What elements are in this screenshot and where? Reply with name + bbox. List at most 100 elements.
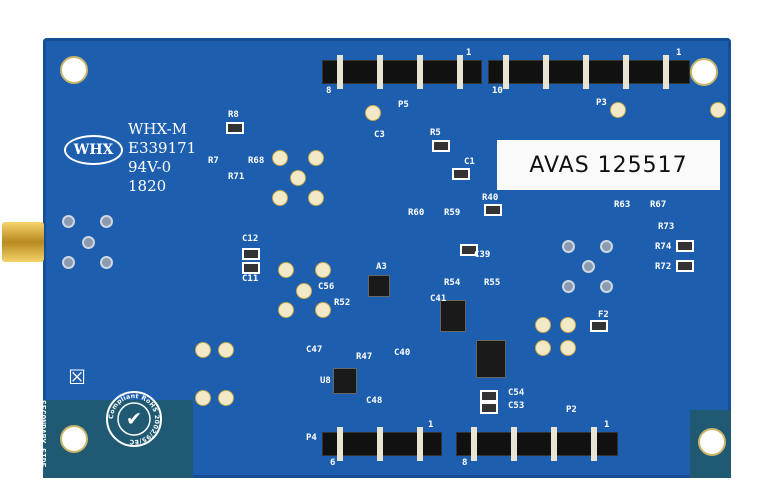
- refdes: R55: [484, 278, 501, 288]
- pad: [290, 170, 306, 186]
- refdes: R8: [228, 110, 239, 120]
- refdes: F2: [598, 310, 609, 320]
- refdes: R54: [444, 278, 461, 288]
- via: [62, 256, 75, 269]
- ic-chip: [333, 368, 357, 394]
- header-p4: [322, 427, 442, 461]
- smd-component: [460, 244, 478, 256]
- pad: [278, 302, 294, 318]
- pin-label: 1: [676, 48, 682, 58]
- side-text: SECONDARY SIDE: [38, 400, 47, 468]
- refdes: R59: [444, 208, 461, 218]
- pin-label: 8: [462, 458, 468, 468]
- refdes: R74: [655, 242, 672, 252]
- via: [82, 236, 95, 249]
- via: [100, 215, 113, 228]
- marking-line: 1820: [128, 177, 167, 195]
- pad: [278, 262, 294, 278]
- ic-chip: [476, 340, 506, 378]
- refdes: C48: [366, 396, 383, 406]
- header-p3: [488, 55, 690, 89]
- pad: [272, 150, 288, 166]
- smd-component: [242, 248, 260, 260]
- pin-label: 1: [604, 420, 610, 430]
- pin-label: 1: [466, 48, 472, 58]
- rohs-check-icon: ✔: [127, 406, 141, 431]
- pad: [272, 190, 288, 206]
- refdes: R71: [228, 172, 245, 182]
- silk-p5: P5: [398, 100, 409, 110]
- refdes: C12: [242, 234, 259, 244]
- pad: [535, 340, 551, 356]
- marking-line: 94V-0: [128, 158, 172, 176]
- pad: [218, 342, 234, 358]
- refdes: U8: [320, 376, 331, 386]
- refdes: A3: [376, 262, 387, 272]
- silk-p4: P4: [306, 433, 317, 443]
- smd-component: [226, 122, 244, 134]
- header-p5: [322, 55, 482, 89]
- header-p2: [456, 427, 618, 461]
- smd-component: [484, 204, 502, 216]
- pad: [560, 317, 576, 333]
- refdes: R68: [248, 156, 265, 166]
- smd-component: [242, 262, 260, 274]
- smd-component: [480, 402, 498, 414]
- marking-line: WHX-M: [128, 120, 188, 138]
- pad: [710, 102, 726, 118]
- refdes: R73: [658, 222, 675, 232]
- refdes: C1: [464, 157, 475, 167]
- pad: [315, 302, 331, 318]
- refdes: C54: [508, 388, 525, 398]
- refdes: C53: [508, 401, 525, 411]
- smd-component: [590, 320, 608, 332]
- pad: [315, 262, 331, 278]
- via: [562, 280, 575, 293]
- via: [582, 260, 595, 273]
- pad: [296, 283, 312, 299]
- pin-label: 10: [492, 86, 503, 96]
- refdes: C40: [394, 348, 411, 358]
- rohs-badge: Compliant RoHS 2002/95/EC ✔: [105, 390, 163, 448]
- via: [62, 215, 75, 228]
- refdes: R5: [430, 128, 441, 138]
- pad: [308, 190, 324, 206]
- refdes: C11: [242, 274, 259, 284]
- refdes: R40: [482, 193, 499, 203]
- pin-label: 8: [326, 86, 332, 96]
- refdes: C56: [318, 282, 335, 292]
- pad: [365, 105, 381, 121]
- refdes: C41: [430, 294, 447, 304]
- smd-component: [432, 140, 450, 152]
- refdes: R63: [614, 200, 631, 210]
- weee-bin-icon: ☒: [68, 357, 87, 392]
- refdes: R47: [356, 352, 373, 362]
- refdes: R67: [650, 200, 667, 210]
- smd-component: [480, 390, 498, 402]
- pin-label: 1: [428, 420, 434, 430]
- mounting-hole: [698, 428, 726, 456]
- ic-chip: [440, 300, 466, 332]
- refdes: C39: [474, 250, 491, 260]
- via: [562, 240, 575, 253]
- pad: [610, 102, 626, 118]
- mounting-hole: [690, 58, 718, 86]
- ic-chip: [368, 275, 390, 297]
- via: [600, 280, 613, 293]
- via: [100, 256, 113, 269]
- refdes: R52: [334, 298, 351, 308]
- mounting-hole: [60, 425, 88, 453]
- silk-p2: P2: [566, 405, 577, 415]
- pad: [218, 390, 234, 406]
- sma-antenna-connector: [2, 222, 44, 262]
- refdes: R72: [655, 262, 672, 272]
- smd-component: [676, 260, 694, 272]
- smd-component: [676, 240, 694, 252]
- pad: [535, 317, 551, 333]
- id-sticker: AVAS 125517: [497, 140, 720, 190]
- pin-label: 6: [330, 458, 336, 468]
- refdes: R7: [208, 156, 219, 166]
- smd-component: [452, 168, 470, 180]
- pad: [195, 390, 211, 406]
